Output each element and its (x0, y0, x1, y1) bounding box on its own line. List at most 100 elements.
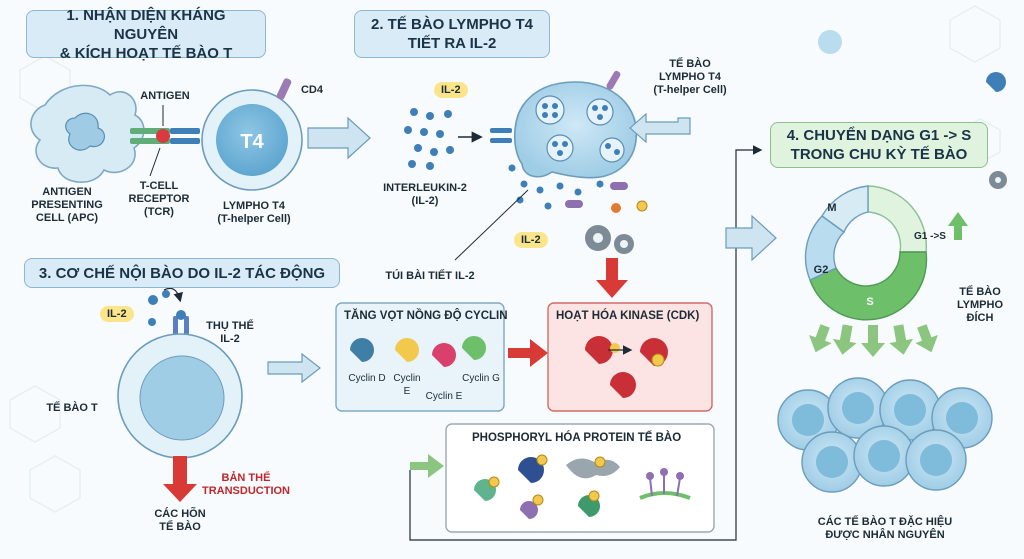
interleukin-line2: (IL-2) (411, 195, 439, 207)
arrow-to-cycle (725, 214, 777, 262)
gear-hole-1 (593, 233, 603, 243)
s2-cell-label-line2: LYMPHO T4 (659, 71, 721, 83)
tcr-label: T-CELL RECEPTOR (TCR) (126, 180, 192, 219)
s2-cell-label-line1: TẾ BÀO (669, 58, 711, 70)
section2-title-line2: TIẾT RA IL-2 (407, 35, 497, 52)
t-cell-label: TẾ BÀO T (46, 402, 98, 414)
antigen-label: ANTIGEN (140, 90, 190, 102)
tcr-label-line3: (TCR) (144, 206, 174, 218)
section1-title: 1. NHẬN DIỆN KHÁNG NGUYÊN & KÍCH HOẠT TẾ… (26, 7, 266, 62)
interleukin-line1: INTERLEUKIN-2 (383, 182, 467, 194)
antigen-icon (156, 129, 170, 143)
il2-molecules-group (404, 108, 454, 170)
section2-title: 2. TẾ BÀO LYMPHO T4 TIẾT RA IL-2 (354, 10, 550, 58)
section3-title-text: 3. CƠ CHẾ NỘI BÀO DO IL-2 TÁC ĐỘNG (38, 264, 326, 282)
il2-receptor-line1: THỤ THỂ (206, 320, 254, 332)
p-markers (488, 454, 606, 506)
apc-label-line3: CELL (APC) (35, 212, 99, 224)
lympho-t4-line1: LYMPHO T4 (223, 200, 285, 212)
arrow-to-kinase (596, 258, 628, 298)
target-cell-line1: TẾ BÀO (959, 286, 1001, 298)
apc-label-line1: ANTIGEN (42, 186, 92, 198)
tcr-label-line1: T-CELL (139, 180, 179, 192)
il2-pill-mid: IL-2 (514, 232, 548, 248)
transduction-line1: BẢN THỂ (221, 472, 271, 484)
membrane-protein-icon (639, 468, 691, 500)
cyclin-e-label-1: Cyclin E (393, 373, 421, 397)
corner-icons (818, 30, 1007, 189)
apc-label: ANTIGEN PRESENTING CELL (APC) (22, 186, 112, 225)
cd4-receptor (276, 78, 292, 100)
il2-dots-s3 (148, 290, 170, 326)
cascade-line2: TẾ BÀO (159, 521, 201, 533)
gear-hole-2 (620, 240, 628, 248)
s2-receptor-top (490, 128, 512, 133)
il2-bound (176, 310, 186, 320)
section4-title-line1: 4. CHUYỂN DẠNG G1 -> S (786, 127, 972, 144)
phospho-panel-title: PHOSPHORYL HÓA PROTEIN TẾ BÀO (472, 432, 682, 444)
phase-s-label: S (866, 296, 874, 308)
target-cell-line3: ĐÍCH (966, 312, 994, 324)
interleukin-label: INTERLEUKIN-2 (IL-2) (376, 182, 474, 208)
transduction-label: BẢN THỂ TRANSDUCTION (196, 472, 296, 498)
transduction-line2: TRANSDUCTION (202, 485, 290, 497)
phospho-panel (445, 423, 715, 533)
cyclin-d-label: Cyclin D (348, 373, 386, 384)
il2-pill-s3: IL-2 (100, 306, 134, 322)
lympho-t4-line2: (T-helper Cell) (217, 213, 291, 225)
kinase-molecules-s2 (565, 182, 648, 213)
kinase-shapes (585, 336, 668, 398)
vesicle-pointer (454, 189, 529, 261)
kinase-panel-title: HOẠT HÓA KINASE (CDK) (556, 310, 700, 322)
arrow-cyclin-to-kinase (508, 339, 548, 367)
transduction-arrow (163, 456, 197, 502)
phase-g1s-label: G1 ->S (914, 231, 946, 242)
section4-title: 4. CHUYỂN DẠNG G1 -> S TRONG CHU KỲ TẾ B… (770, 122, 988, 168)
tcr-label-line2: RECEPTOR (128, 193, 190, 205)
arrow-into-cell (629, 112, 691, 144)
s2-cell-label: TẾ BÀO LYMPHO T4 (T-helper Cell) (640, 58, 740, 97)
kinase-p-marker (651, 353, 665, 367)
apc-label-line2: PRESENTING (31, 199, 103, 211)
section1-title-line2: & KÍCH HOẠT TẾ BÀO T (59, 44, 233, 62)
section1-title-line1: 1. NHẬN DIỆN KHÁNG NGUYÊN (66, 6, 226, 43)
cascade-line1: CÁC HÕN (154, 508, 206, 520)
cyclin-shapes (350, 336, 486, 367)
s2-receptor-bottom (490, 138, 512, 143)
secreting-cell (513, 81, 638, 179)
cyclin-panel-title: TĂNG VỌT NỒNG ĐỘ CYCLIN (344, 310, 508, 322)
s2-cell-label-line3: (T-helper Cell) (653, 84, 727, 96)
kinase-panel (547, 302, 713, 412)
tcr-pointer (149, 147, 161, 177)
il2-binding-arrow (163, 287, 183, 303)
t4-nucleus (216, 104, 288, 176)
phase-g2-label: G2 (813, 264, 829, 276)
apc-nucleus (65, 112, 106, 151)
il2-pill-top: IL-2 (434, 82, 468, 98)
target-cell-label: TẾ BÀO LYMPHO ĐÍCH (948, 286, 1012, 325)
il2-receptor-line2: IL-2 (220, 333, 240, 345)
gear-icon (585, 225, 634, 254)
section3-title: 3. CƠ CHẾ NỘI BÀO DO IL-2 TÁC ĐỘNG (24, 258, 340, 288)
section4-title-line2: TRONG CHU KỲ TẾ BÀO (790, 146, 968, 163)
result-label: CÁC TẾ BÀO T ĐẶC HIỆU ĐƯỢC NHÂN NGUYÊN (790, 516, 980, 542)
feedback-arrow (410, 454, 444, 478)
target-cell-line2: LYMPHO (956, 299, 1004, 311)
arrow-s1-to-s2 (307, 116, 371, 160)
t-cell-nucleus (139, 355, 225, 441)
cycle-up-arrow (948, 212, 968, 240)
cd4-label: CD4 (300, 84, 323, 96)
cyclin-e-label-2: Cyclin E (425, 391, 463, 402)
cyclin-g-label: Cyclin G (462, 373, 500, 384)
arrow-to-cyclin (267, 352, 321, 384)
mhc-upper (170, 128, 200, 134)
proliferation-arrows (809, 324, 938, 357)
result-line2: ĐƯỢC NHÂN NGUYÊN (825, 529, 945, 541)
mhc-lower (170, 138, 200, 144)
s2-cell-marker (606, 70, 621, 90)
lympho-t4-label: LYMPHO T4 (T-helper Cell) (204, 200, 304, 226)
connector-line (409, 145, 763, 541)
result-line1: CÁC TẾ BÀO T ĐẶC HIỆU (817, 516, 953, 528)
phase-m-label: M (827, 202, 837, 214)
